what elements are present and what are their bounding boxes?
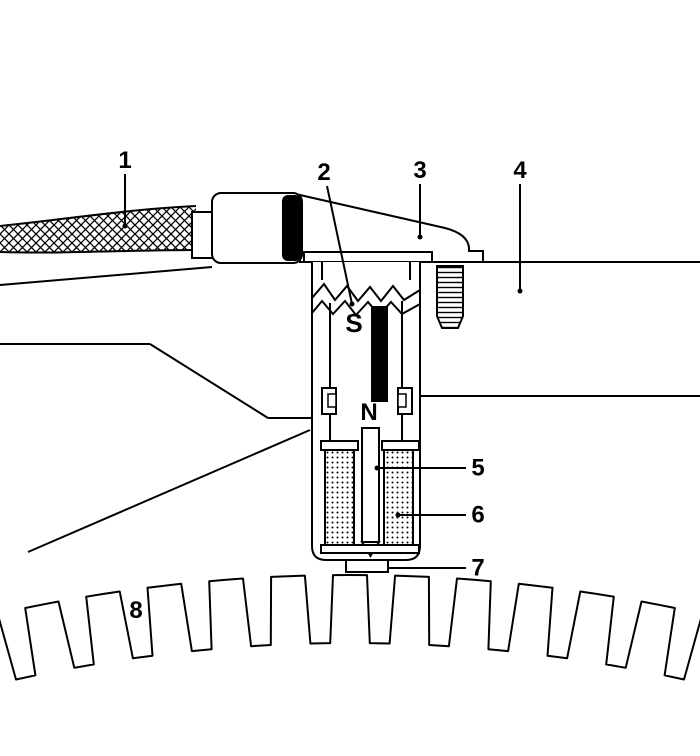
cable-braid bbox=[0, 206, 196, 253]
cable-gland bbox=[191, 211, 215, 259]
label-8: 8 bbox=[129, 597, 142, 624]
permanent-magnet bbox=[371, 306, 388, 402]
leader-dot-4 bbox=[517, 288, 523, 294]
leader-dot-1 bbox=[122, 223, 128, 229]
break-line-lower bbox=[311, 299, 421, 317]
leader-dot-2 bbox=[349, 301, 355, 307]
label-2: 2 bbox=[317, 159, 330, 186]
label-1: 1 bbox=[118, 147, 131, 174]
toothed-trigger-wheel bbox=[0, 574, 700, 681]
housing-flange bbox=[303, 251, 433, 263]
coil-winding-right bbox=[383, 449, 414, 546]
housing-body bbox=[299, 193, 484, 263]
clip-left-notch bbox=[327, 393, 337, 408]
magnet-assembly bbox=[360, 306, 388, 558]
connector-body bbox=[211, 192, 303, 264]
bobbin-cap-left bbox=[320, 440, 359, 451]
cable-connector bbox=[191, 192, 303, 264]
braided-cable bbox=[0, 205, 197, 254]
sensor-housing bbox=[299, 193, 484, 263]
mounting-bracket-left bbox=[0, 266, 312, 553]
bracket-top-edge bbox=[0, 266, 213, 286]
label-4: 4 bbox=[513, 157, 527, 184]
leader-2 bbox=[326, 185, 353, 305]
bracket-bottom-diagonal bbox=[27, 429, 311, 553]
bracket-lower-diagonal bbox=[149, 343, 269, 419]
break-line-upper bbox=[311, 282, 421, 303]
bobbin-cap-right bbox=[381, 440, 420, 451]
pole-pin bbox=[361, 427, 380, 543]
leader-dot-5 bbox=[374, 465, 380, 471]
coil-assembly bbox=[320, 440, 420, 573]
pole-tip-bar bbox=[345, 559, 389, 573]
label-3: 3 bbox=[413, 157, 426, 184]
cable-top-edge bbox=[0, 205, 197, 227]
number-labels: 1 2 3 4 5 6 7 8 bbox=[118, 147, 527, 624]
bobbin-bottom-plate bbox=[320, 544, 420, 554]
cable-bottom-edge bbox=[0, 249, 197, 254]
mounting-bolt bbox=[436, 265, 464, 329]
label-5: 5 bbox=[471, 455, 484, 482]
pole-letters: S N bbox=[345, 308, 377, 426]
leader-dots bbox=[122, 223, 523, 518]
clip-right-notch bbox=[397, 393, 407, 408]
leader-lines bbox=[124, 174, 521, 569]
magnet-north-label: N bbox=[360, 399, 377, 426]
magnet-south-label: S bbox=[345, 308, 362, 338]
connector-seal-band bbox=[282, 195, 301, 261]
coil-winding-left bbox=[324, 449, 355, 546]
leader-dot-6 bbox=[395, 512, 401, 518]
label-7: 7 bbox=[471, 555, 484, 582]
leader-dot-3 bbox=[417, 234, 423, 240]
label-6: 6 bbox=[471, 502, 484, 529]
